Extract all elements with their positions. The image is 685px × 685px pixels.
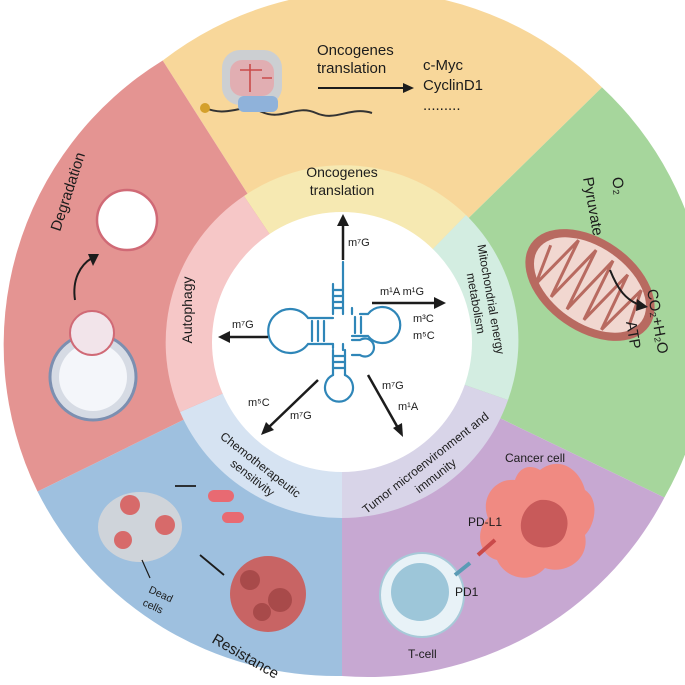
cancer-cell-illustration (480, 463, 595, 578)
top-title-line2: translation (317, 60, 386, 77)
mitochondrion-illustration (525, 229, 655, 341)
mod-left: m⁷G (232, 319, 254, 331)
tumor-mass-illustration (230, 556, 306, 632)
label-cancer-cell: Cancer cell (505, 451, 565, 465)
dead-pointer (141, 559, 151, 579)
mod-br-b: m¹A (398, 401, 419, 413)
tcell-illustration (379, 552, 465, 638)
label-pd1: PD1 (455, 585, 479, 599)
label-atp: ATP (622, 320, 644, 351)
mod-right-2: m³C (413, 313, 434, 325)
resistance-arrow (199, 554, 225, 576)
mid-left-label: Autophagy (179, 277, 195, 344)
degradation-arrow (73, 257, 93, 301)
trna-structure (267, 260, 402, 403)
mod-right-3: m⁵C (413, 330, 435, 342)
center-arrows (218, 214, 446, 437)
mod-bl-b: m⁷G (290, 410, 312, 422)
center-disc (212, 212, 472, 472)
ribosome-illustration (200, 50, 373, 117)
mod-bl-a: m⁵C (248, 397, 270, 409)
mod-up: m⁷G (348, 237, 370, 249)
mid-top-line2: translation (310, 182, 375, 198)
top-title-line1: Oncogenes (317, 42, 394, 59)
mid-top-line1: Oncogenes (306, 164, 378, 180)
label-pdl1: PD-L1 (468, 515, 502, 529)
label-tcell: T-cell (408, 647, 437, 661)
target-cmyc: c-Myc (423, 57, 463, 74)
sector-right (342, 87, 685, 498)
label-o2: O₂ (608, 176, 628, 196)
target-cyclind1: CyclinD1 (423, 77, 483, 94)
autophagosome-illustration (48, 310, 138, 422)
mod-br-a: m⁷G (382, 380, 404, 392)
mod-right-1: m¹A m¹G (380, 286, 424, 298)
dead-cells-illustration (98, 492, 182, 562)
translation-arrow (318, 83, 414, 93)
capsules-illustration (208, 490, 244, 523)
target-ellipsis: ......... (423, 97, 461, 114)
receptor-illustration (453, 538, 497, 577)
lysosome-illustration (95, 188, 159, 252)
